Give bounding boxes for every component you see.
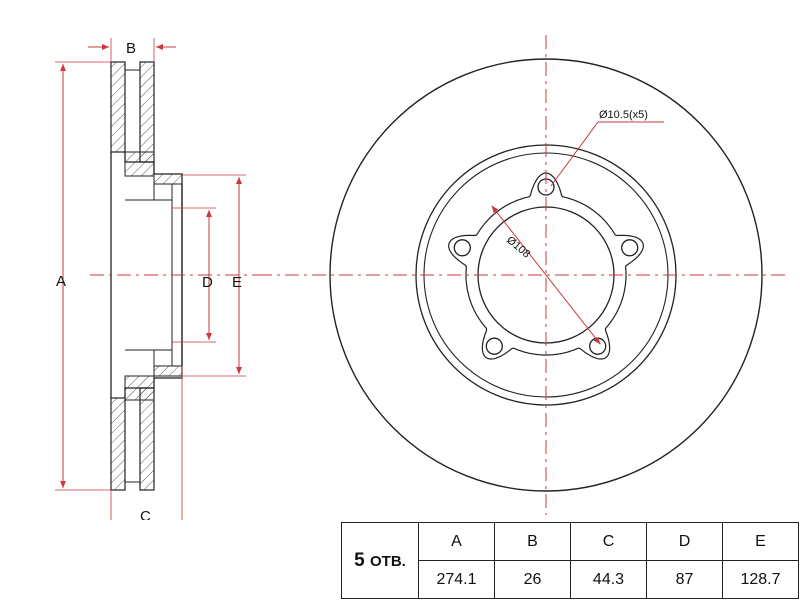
- hub-wall-top: [124, 151, 155, 177]
- bolt-hole: [453, 239, 471, 257]
- header-b: B: [494, 522, 571, 561]
- spec-value-row: 274.1 26 44.3 87 128.7: [342, 560, 799, 599]
- bolt-hole: [621, 239, 639, 257]
- spec-table: 5 ОТВ. A B C D E 274.1 26 44.3 87 128.7: [341, 522, 799, 599]
- inner-plate-top: [139, 61, 155, 163]
- outer-plate-top: [110, 61, 126, 153]
- outer-rim: [329, 58, 763, 492]
- label-d: D: [202, 274, 213, 291]
- dimension-b: B: [88, 38, 176, 62]
- dimension-d: D: [172, 207, 216, 343]
- inner-plate-bottom: [139, 387, 155, 491]
- dimension-c: C: [110, 366, 183, 520]
- value-b: 26: [494, 560, 571, 599]
- holes-unit: ОТВ.: [370, 552, 406, 570]
- header-c: C: [570, 522, 647, 561]
- hub-flange-top: [153, 173, 183, 185]
- holes-count-cell: 5 ОТВ.: [341, 522, 419, 599]
- holes-count: 5: [354, 549, 365, 571]
- label-bolt-hole: Ø10.5(x5): [599, 109, 648, 121]
- dimension-a: A: [55, 61, 111, 491]
- spec-header-row: 5 ОТВ. A B C D E: [341, 522, 799, 599]
- hub-wall-bottom: [124, 375, 155, 401]
- hub-inner-top: [153, 183, 173, 201]
- label-c: C: [140, 508, 151, 520]
- brake-disc-drawing: A B C D E: [55, 35, 790, 520]
- bolt-hole-leader: Ø10.5(x5): [550, 109, 664, 187]
- value-c: 44.3: [570, 560, 647, 599]
- bolt-hole: [485, 337, 503, 355]
- header-d: D: [646, 522, 723, 561]
- header-e: E: [722, 522, 799, 561]
- dimension-e: E: [182, 174, 246, 377]
- hub-inner-bottom: [153, 349, 173, 367]
- label-e: E: [232, 274, 242, 291]
- label-a: A: [56, 273, 66, 290]
- label-pcd: Ø108: [504, 234, 532, 260]
- value-a: 274.1: [418, 560, 495, 599]
- hub-flange-bottom: [153, 365, 183, 377]
- label-b: B: [126, 40, 136, 57]
- section-view: [110, 61, 183, 491]
- bolt-holes: [453, 178, 639, 355]
- outer-plate-bottom: [110, 397, 126, 491]
- value-d: 87: [646, 560, 723, 599]
- header-a: A: [418, 522, 495, 561]
- value-e: 128.7: [722, 560, 799, 599]
